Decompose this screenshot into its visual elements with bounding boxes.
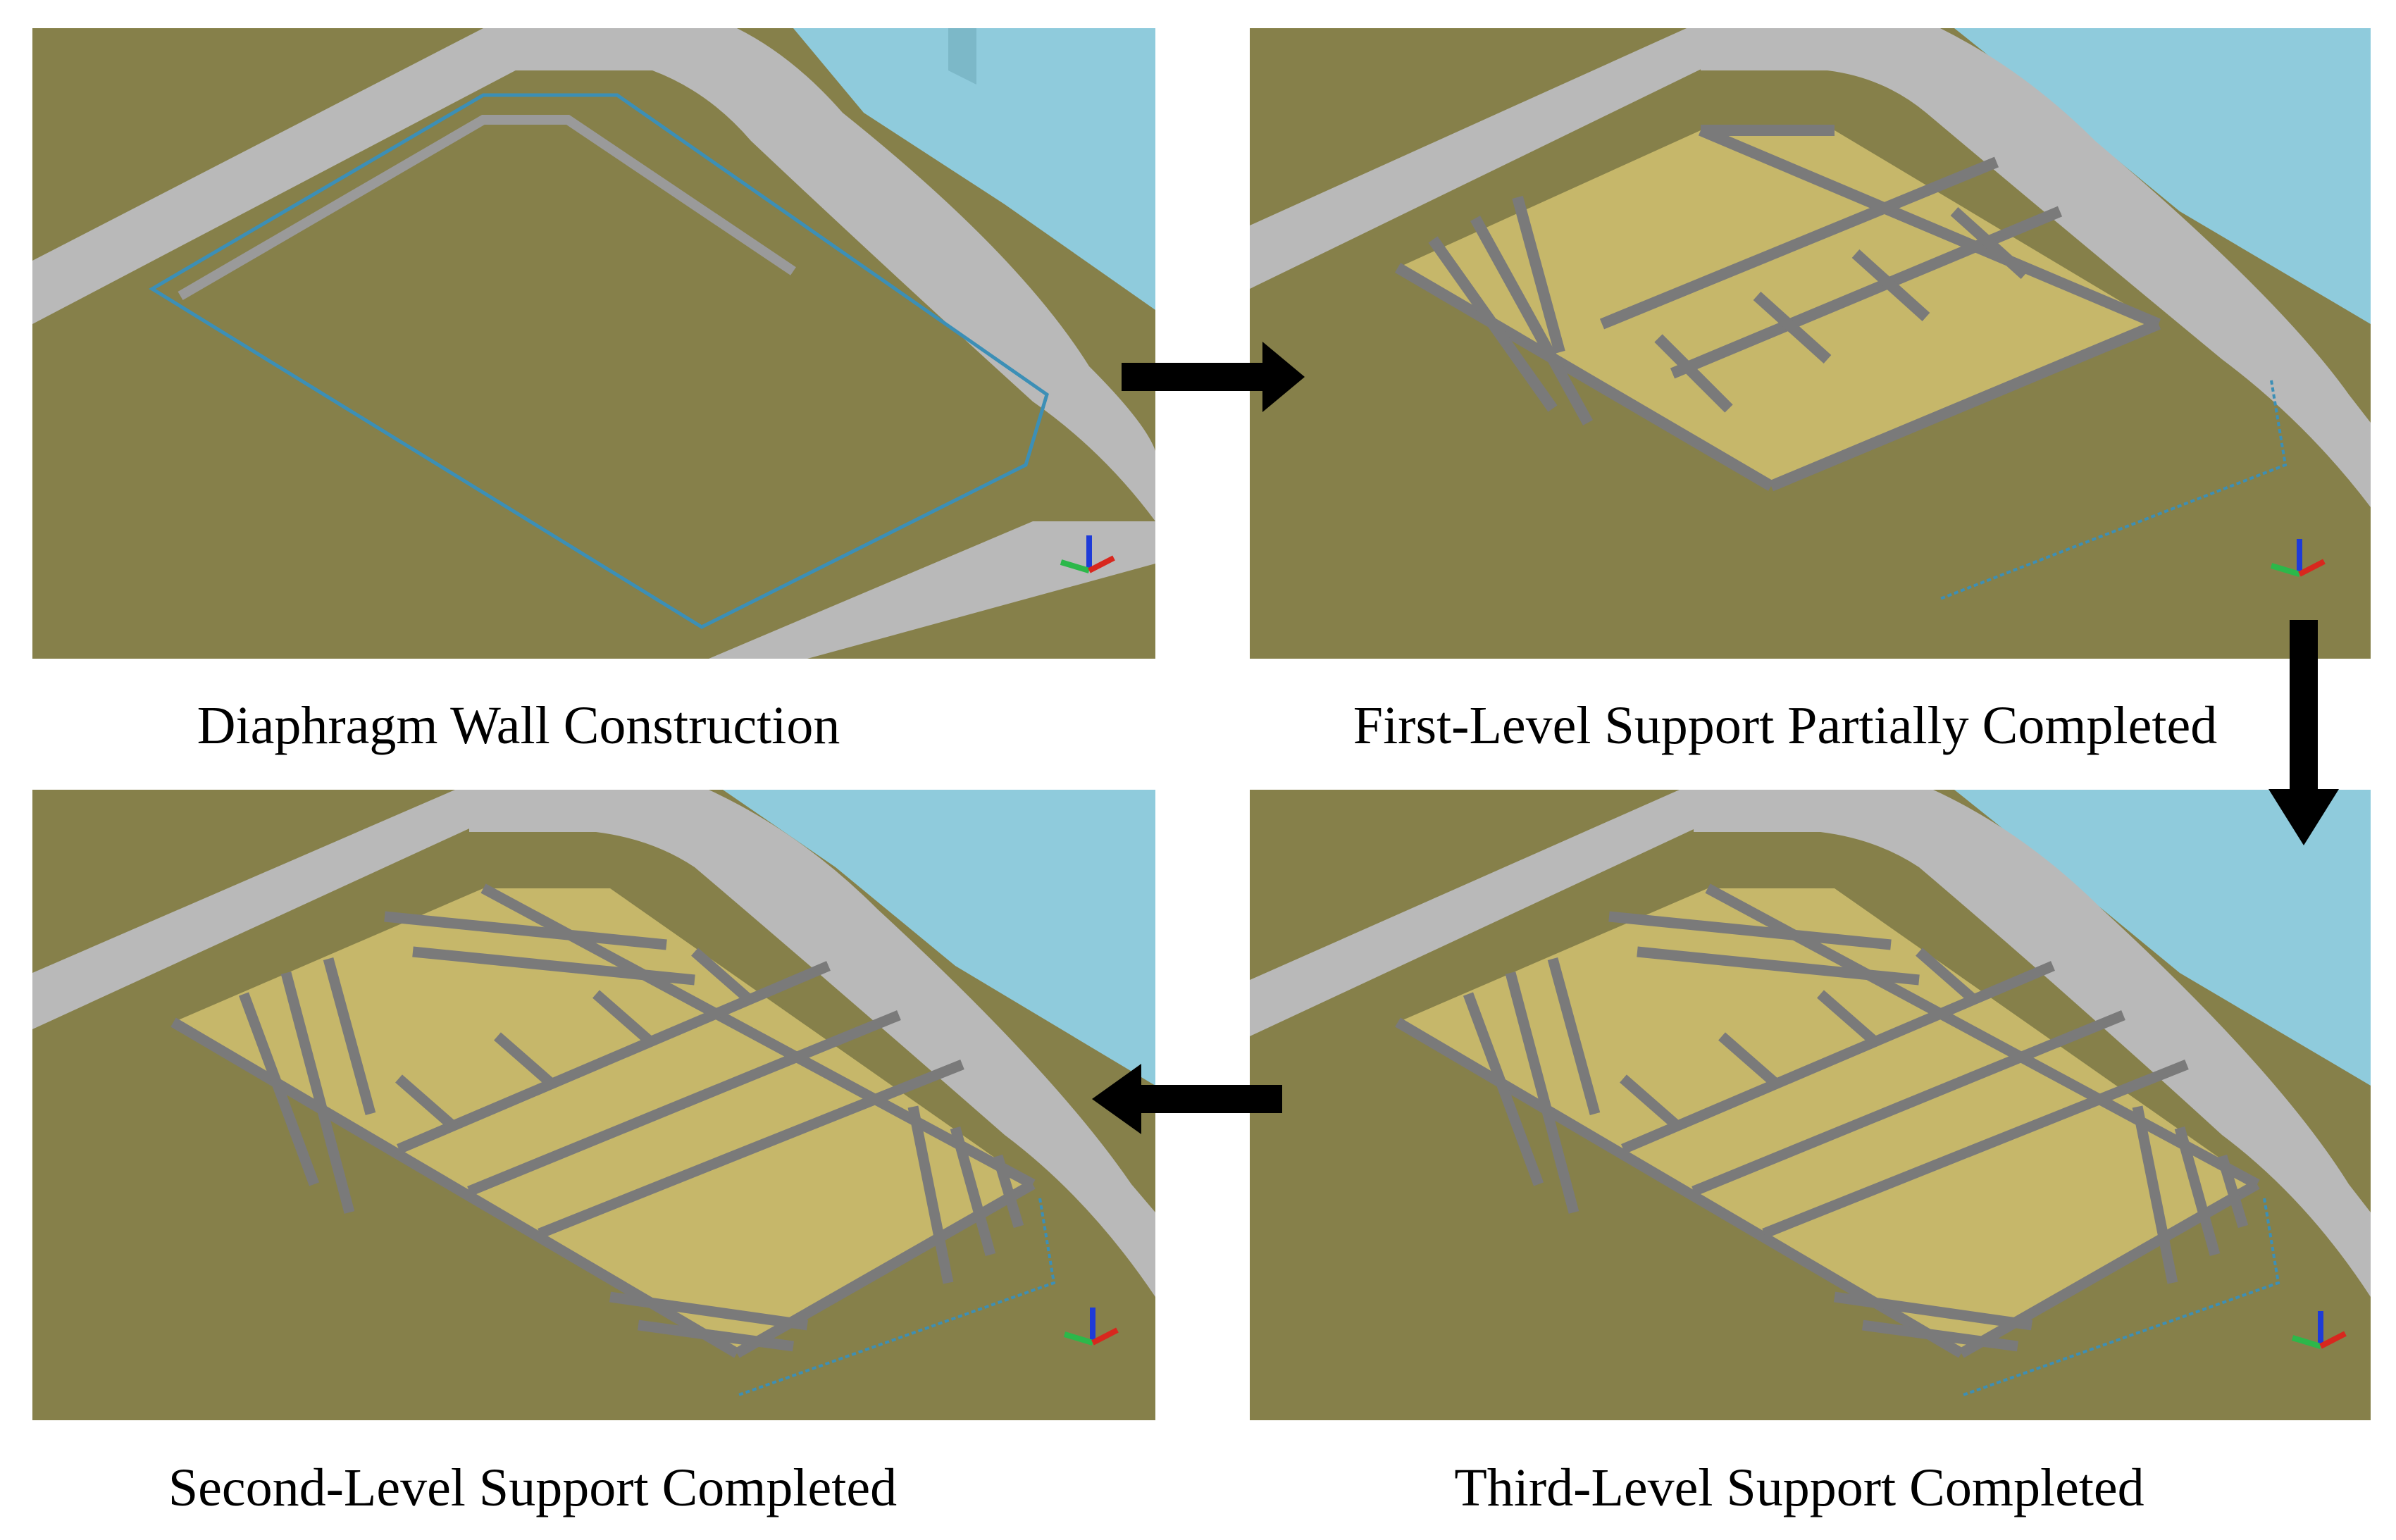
scene-second-level-support — [32, 790, 1155, 1420]
scene-diaphragm-wall — [32, 28, 1155, 659]
arrow-left-icon — [1092, 1064, 1282, 1134]
axis-triad-icon — [1060, 535, 1115, 573]
panel-third-level-support — [1250, 790, 2371, 1420]
axis-triad-icon — [2291, 1311, 2347, 1349]
scene-third-level-support — [1250, 790, 2371, 1420]
axis-triad-icon — [2270, 539, 2326, 577]
panel-diaphragm-wall — [32, 28, 1155, 659]
caption-diaphragm-wall: Diaphragm Wall Construction — [197, 696, 840, 755]
caption-third-level-support: Third-Level Support Completed — [1454, 1458, 2144, 1517]
caption-first-level-support: First-Level Support Partially Completed — [1353, 696, 2218, 755]
arrow-down-icon — [2268, 620, 2339, 845]
caption-second-level-support: Second-Level Support Completed — [168, 1458, 898, 1517]
panel-first-level-support — [1250, 28, 2371, 659]
panel-second-level-support — [32, 790, 1155, 1420]
arrow-right-icon — [1122, 342, 1305, 412]
scene-first-level-support — [1250, 28, 2371, 659]
axis-triad-icon — [1063, 1308, 1119, 1346]
